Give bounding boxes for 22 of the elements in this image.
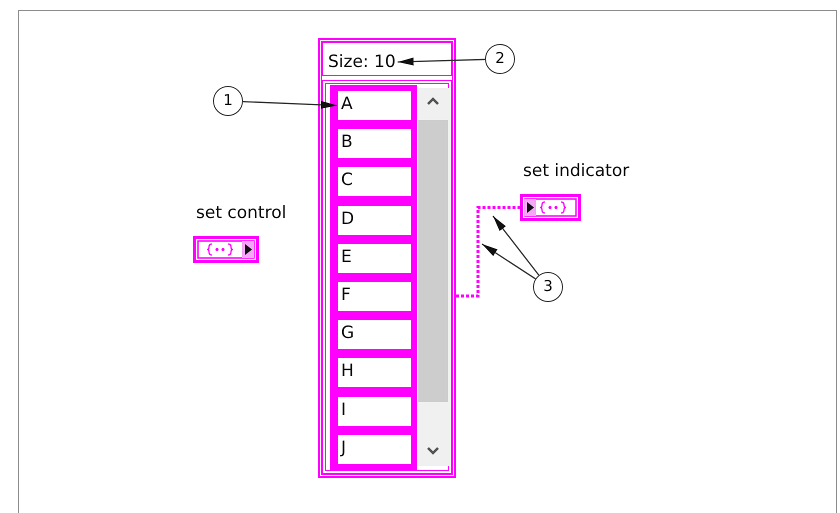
leader-line [398,58,486,66]
array-element: H [337,357,412,388]
array-element: E [337,242,412,274]
callout-number: 2 [485,44,515,74]
leader-line [242,100,338,109]
terminal-label: set control [196,203,286,223]
array-element: G [337,319,412,350]
callout-number: 3 [533,272,563,302]
array-element: D [337,204,412,236]
size-label: Size: 10 [328,50,396,74]
set-frame [318,38,456,478]
array-element: A [337,90,412,121]
array-element: B [337,128,412,160]
callout-number: 1 [213,86,243,116]
array-element: J [337,434,412,465]
array-element: F [337,281,412,312]
leader-line [492,216,540,276]
wire [456,206,520,298]
array-element: I [337,396,412,427]
array-element: C [337,166,412,198]
terminal-label: set indicator [523,161,630,181]
leader-line [482,243,536,280]
